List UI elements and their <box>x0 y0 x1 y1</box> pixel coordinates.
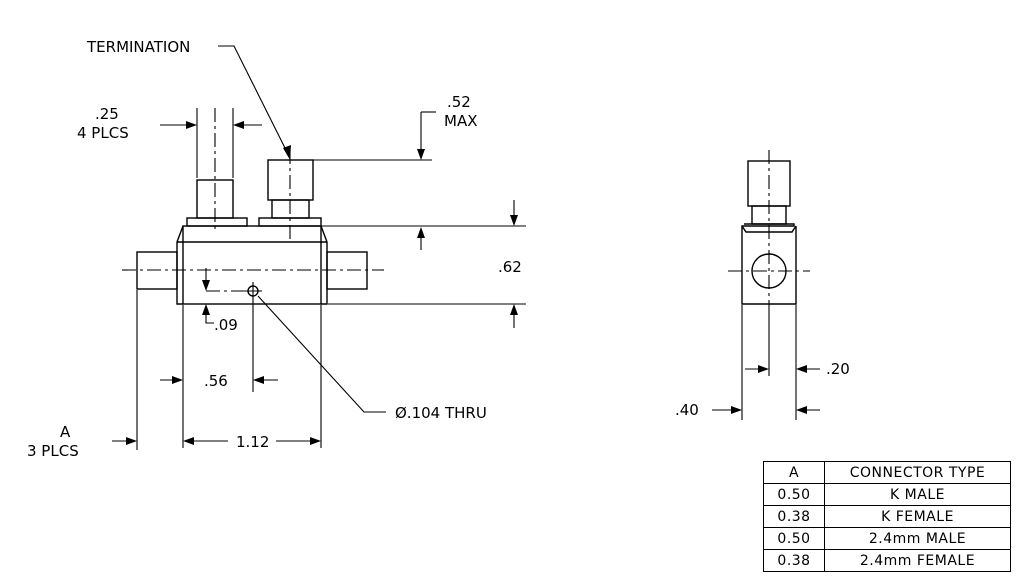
arrowhead <box>183 437 194 445</box>
table-cell-type: K MALE <box>824 483 1011 506</box>
arrowhead <box>417 227 425 238</box>
front-view: .25 4 PLCS TERMINATION .52 MAX .62 .09 .… <box>27 38 526 460</box>
arrowhead <box>202 280 210 291</box>
arrowhead <box>731 406 742 414</box>
dim-25-qty: 4 PLCS <box>77 124 129 142</box>
arrowhead <box>796 365 807 373</box>
side-view: .20 .40 <box>675 150 850 420</box>
body-flange-outline <box>176 225 328 305</box>
arrowhead <box>233 121 244 129</box>
table-cell-a: 0.38 <box>763 549 825 572</box>
table-cell-a: 0.38 <box>763 505 825 528</box>
arrowhead <box>758 365 769 373</box>
table-cell-type: K FEMALE <box>824 505 1011 528</box>
table-row: 0.38 2.4mm FEMALE <box>763 549 1011 572</box>
table-header-row: A CONNECTOR TYPE <box>763 461 1011 484</box>
main-body <box>182 225 322 305</box>
arrowhead <box>796 406 807 414</box>
table-row: 0.50 2.4mm MALE <box>763 527 1011 550</box>
hole-label: Ø.104 THRU <box>395 404 487 422</box>
table-cell-type: 2.4mm MALE <box>824 527 1011 550</box>
table-cell-a: 0.50 <box>763 483 825 506</box>
arrowhead <box>202 304 210 315</box>
arrowhead <box>510 304 518 315</box>
arrowhead <box>253 376 264 384</box>
hole-leader <box>257 295 386 413</box>
table-cell-type: 2.4mm FEMALE <box>824 549 1011 572</box>
dim-09-value: .09 <box>214 316 238 334</box>
connector-plate-left <box>186 217 248 227</box>
arrowhead <box>186 121 197 129</box>
table-header-a: A <box>763 461 825 484</box>
dim-52-note: MAX <box>444 112 477 130</box>
connector-table: A CONNECTOR TYPE 0.50 K MALE 0.38 K FEMA… <box>763 461 1011 572</box>
table-cell-a: 0.50 <box>763 527 825 550</box>
table-row: 0.38 K FEMALE <box>763 505 1011 528</box>
dim-62-value: .62 <box>498 258 522 276</box>
arrowhead <box>310 437 321 445</box>
table-header-connector-type: CONNECTOR TYPE <box>824 461 1011 484</box>
arrowhead <box>172 376 183 384</box>
arrowhead <box>417 149 425 160</box>
dim-20-value: .20 <box>826 360 850 378</box>
table-row: 0.50 K MALE <box>763 483 1011 506</box>
dim-112-value: 1.12 <box>236 433 269 451</box>
dim-56-value: .56 <box>204 372 228 390</box>
dim-a-value: A <box>60 423 71 441</box>
dim-25-value: .25 <box>95 105 119 123</box>
dim-40-value: .40 <box>675 401 699 419</box>
termination-label: TERMINATION <box>86 38 190 56</box>
dim-52-value: .52 <box>447 93 471 111</box>
dim-a-qty: 3 PLCS <box>27 442 79 460</box>
termination-leader <box>218 45 290 157</box>
arrowhead <box>283 145 291 160</box>
arrowhead <box>510 215 518 226</box>
arrowhead <box>126 437 137 445</box>
